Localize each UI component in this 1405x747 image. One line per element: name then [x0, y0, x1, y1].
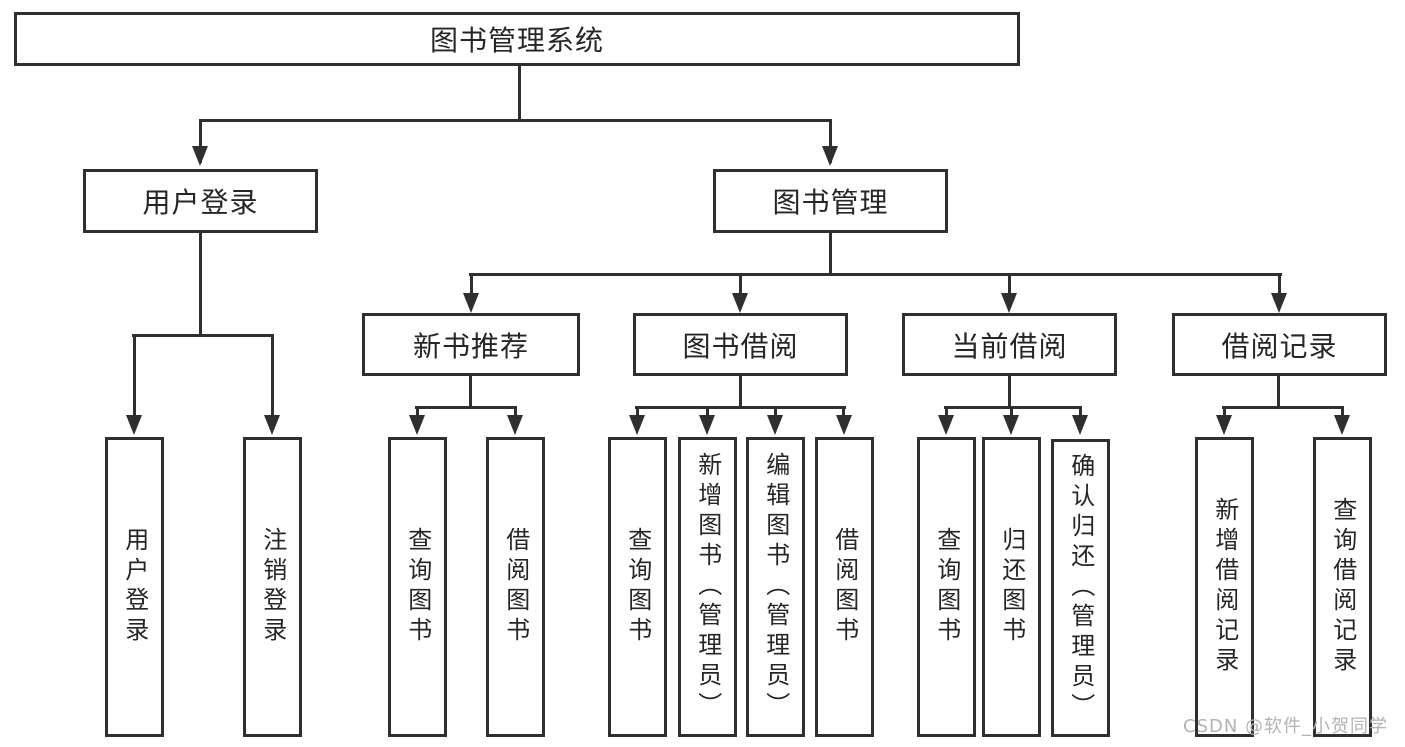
leaf-cur-confirm-return-admin: 确认归还（管理员） [1051, 439, 1110, 737]
connector-bor-hline [635, 406, 846, 409]
node-label: 图书管理 [772, 186, 889, 219]
leaf-bor-query-books: 查询图书 [608, 437, 667, 737]
connector-hist-stub [1277, 374, 1280, 409]
node-user-login: 用户登录 [83, 169, 318, 233]
connector-level2-stem-3 [1008, 273, 1011, 295]
leaf-bor-edit-books-admin: 编辑图书（管理员） [746, 437, 805, 737]
arrowhead-login-logout [264, 415, 280, 435]
leaf-label: 查询图书 [932, 527, 961, 647]
arrowhead-hist-query-record [1334, 415, 1350, 435]
arrowhead-cur-query-books [938, 415, 954, 435]
connector-mgmt-stub [829, 232, 832, 276]
connector-level1-stem-right [829, 119, 832, 163]
arrowhead-borrowing-records [1271, 293, 1287, 313]
connector-rec-stem-1 [416, 406, 419, 418]
connector-cur-stem-1 [945, 406, 948, 418]
connector-level2-stem-1 [470, 273, 473, 295]
arrowhead-cur-confirm-return [1072, 415, 1088, 435]
connector-rec-hline [415, 406, 517, 409]
leaf-hist-add-borrow-record: 新增借阅记录 [1195, 437, 1254, 737]
leaf-label: 查询图书 [403, 527, 432, 647]
connector-cur-hline [944, 406, 1082, 409]
leaf-label: 注销登录 [258, 527, 287, 647]
node-borrowing-records: 借阅记录 [1172, 313, 1387, 376]
leaf-bor-borrow-books: 借阅图书 [815, 437, 874, 737]
connector-login-stem-2 [271, 334, 274, 419]
connector-cur-stub [1008, 374, 1011, 409]
node-label: 用户登录 [142, 186, 259, 219]
leaf-rec-borrow-books: 借阅图书 [486, 437, 545, 737]
leaf-label: 借阅图书 [501, 527, 530, 647]
leaf-label: 新增图书（管理员） [693, 452, 722, 722]
connector-cur-stem-3 [1079, 406, 1082, 418]
leaf-label: 查询借阅记录 [1328, 497, 1357, 677]
node-book-management: 图书管理 [713, 169, 948, 233]
connector-hist-stem-1 [1223, 406, 1226, 418]
leaf-user-login: 用户登录 [105, 437, 164, 737]
arrowhead-user-login [192, 146, 208, 166]
node-label: 借阅记录 [1221, 329, 1338, 363]
connector-level2-hline [469, 273, 1282, 276]
arrowhead-bor-edit-books [767, 415, 783, 435]
leaf-cur-return-books: 归还图书 [982, 437, 1041, 737]
arrowhead-book-borrowing [732, 293, 748, 313]
leaf-label: 借阅图书 [830, 527, 859, 647]
node-label: 图书管理系统 [429, 24, 604, 57]
leaf-hist-query-borrow-record: 查询借阅记录 [1313, 437, 1372, 737]
leaf-label: 新增借阅记录 [1210, 497, 1239, 677]
connector-login-stub [199, 232, 202, 337]
csdn-watermark: CSDN @软件_小贺同学 [1183, 716, 1389, 737]
arrowhead-bor-query-books [629, 415, 645, 435]
node-library-management-system: 图书管理系统 [14, 12, 1020, 66]
arrowhead-cur-return-books [1003, 415, 1019, 435]
leaf-logout: 注销登录 [243, 437, 302, 737]
arrowhead-hist-add-record [1216, 415, 1232, 435]
node-label: 新书推荐 [412, 329, 529, 363]
connector-hist-hline [1222, 406, 1343, 409]
connector-hist-stem-2 [1341, 406, 1344, 418]
arrowhead-bor-add-books [699, 415, 715, 435]
connector-root-trunk [518, 66, 521, 122]
node-new-book-recommend: 新书推荐 [362, 313, 580, 376]
node-label: 图书借阅 [682, 329, 799, 363]
node-book-borrowing: 图书借阅 [633, 313, 848, 376]
arrowhead-rec-borrow-books [507, 415, 523, 435]
arrowhead-rec-query-books [409, 415, 425, 435]
connector-level1-hline [199, 119, 832, 122]
connector-cur-stem-2 [1010, 406, 1013, 418]
leaf-bor-add-books-admin: 新增图书（管理员） [678, 437, 737, 737]
connector-bor-stub [739, 374, 742, 409]
arrowhead-current-borrowing [1001, 293, 1017, 313]
node-current-borrowing: 当前借阅 [902, 313, 1117, 376]
connector-login-stem-1 [133, 334, 136, 419]
connector-bor-stem-2 [706, 406, 709, 418]
connector-rec-stub [469, 374, 472, 409]
connector-bor-stem-1 [636, 406, 639, 418]
arrowhead-new-book-recommend [463, 293, 479, 313]
connector-level1-stem-left [199, 119, 202, 163]
connector-level2-stem-4 [1278, 273, 1281, 295]
connector-level2-stem-2 [739, 273, 742, 295]
leaf-cur-query-books: 查询图书 [917, 437, 976, 737]
leaf-label: 用户登录 [120, 527, 149, 647]
arrowhead-bor-borrow-books [836, 415, 852, 435]
leaf-rec-query-books: 查询图书 [388, 437, 447, 737]
connector-login-hline [132, 334, 274, 337]
leaf-label: 查询图书 [623, 527, 652, 647]
connector-bor-stem-4 [842, 406, 845, 418]
connector-bor-stem-3 [774, 406, 777, 418]
connector-rec-stem-2 [514, 406, 517, 418]
arrowhead-book-management [822, 146, 838, 166]
arrowhead-login-user-login [126, 415, 142, 435]
leaf-label: 归还图书 [997, 527, 1026, 647]
node-label: 当前借阅 [951, 329, 1068, 363]
leaf-label: 编辑图书（管理员） [761, 452, 790, 722]
leaf-label: 确认归还（管理员） [1066, 453, 1095, 723]
